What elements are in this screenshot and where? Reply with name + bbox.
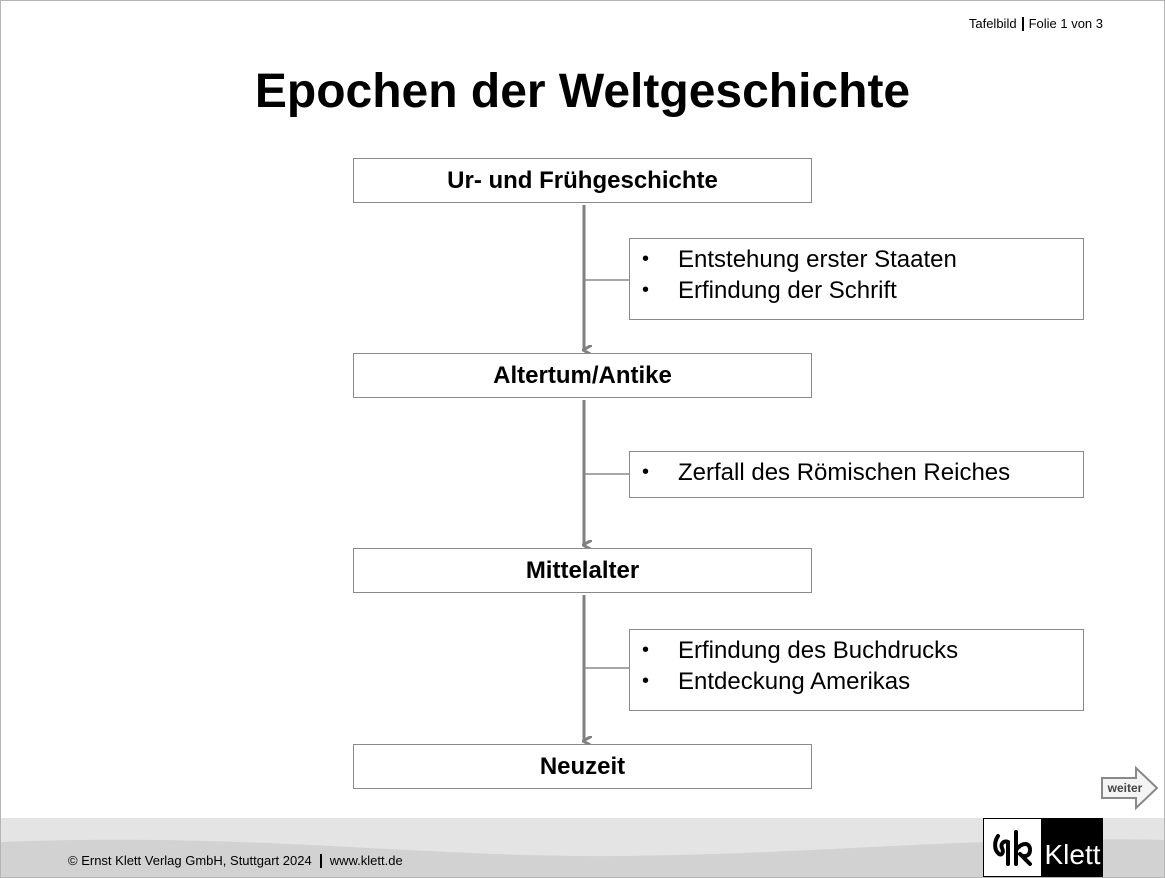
slide-type-label: Tafelbild xyxy=(968,16,1017,31)
epoch-label: Altertum/Antike xyxy=(493,361,672,389)
list-item-text: Entdeckung Amerikas xyxy=(678,668,911,695)
footer: © Ernst Klett Verlag GmbH, Stuttgart 202… xyxy=(68,853,403,868)
bullet-icon: • xyxy=(642,670,650,692)
next-slide-label[interactable]: weiter xyxy=(1107,781,1143,795)
epoch-label: Ur- und Frühgeschichte xyxy=(447,166,718,194)
transition-box-1: • Entstehung erster Staaten • Erfindung … xyxy=(629,238,1084,320)
list-item-text: Erfindung der Schrift xyxy=(678,277,897,304)
next-slide-arrow-icon[interactable] xyxy=(1100,766,1160,810)
transition-box-2: • Zerfall des Römischen Reiches xyxy=(629,451,1084,498)
klett-emblem-icon xyxy=(983,818,1042,877)
slide-header-info: Tafelbild Folie 1 von 3 xyxy=(969,16,1103,31)
list-item: • Entstehung erster Staaten xyxy=(630,244,1083,275)
transition-box-3: • Erfindung des Buchdrucks • Entdeckung … xyxy=(629,629,1084,711)
epoch-box-middle-ages: Mittelalter xyxy=(353,548,812,593)
slide-counter: Folie 1 von 3 xyxy=(1028,16,1103,31)
list-item: • Erfindung der Schrift xyxy=(630,275,1083,306)
bullet-icon: • xyxy=(642,461,650,483)
list-item-text: Zerfall des Römischen Reiches xyxy=(678,459,1011,486)
slide-title: Epochen der Weltgeschichte xyxy=(254,65,911,118)
bullet-icon: • xyxy=(642,279,650,301)
klett-wordmark: Klett xyxy=(1042,818,1103,877)
epoch-box-prehistory: Ur- und Frühgeschichte xyxy=(353,158,812,203)
epoch-label: Mittelalter xyxy=(525,556,640,584)
bullet-icon: • xyxy=(642,639,650,661)
list-item: • Zerfall des Römischen Reiches xyxy=(630,457,1083,488)
list-item-text: Erfindung des Buchdrucks xyxy=(678,637,959,664)
list-item-text: Entstehung erster Staaten xyxy=(678,246,957,273)
footer-website-link[interactable]: www.klett.de xyxy=(329,853,403,868)
list-item: • Erfindung des Buchdrucks xyxy=(630,635,1083,666)
epoch-label: Neuzeit xyxy=(539,752,626,780)
epoch-box-antiquity: Altertum/Antike xyxy=(353,353,812,398)
epoch-box-modern-era: Neuzeit xyxy=(353,744,812,789)
footer-separator xyxy=(319,853,322,868)
footer-copyright: © Ernst Klett Verlag GmbH, Stuttgart 202… xyxy=(68,853,312,868)
header-separator xyxy=(1021,16,1024,31)
footer-band xyxy=(1,818,1164,877)
bullet-icon: • xyxy=(642,248,650,270)
klett-logo: Klett xyxy=(983,818,1103,877)
list-item: • Entdeckung Amerikas xyxy=(630,666,1083,697)
